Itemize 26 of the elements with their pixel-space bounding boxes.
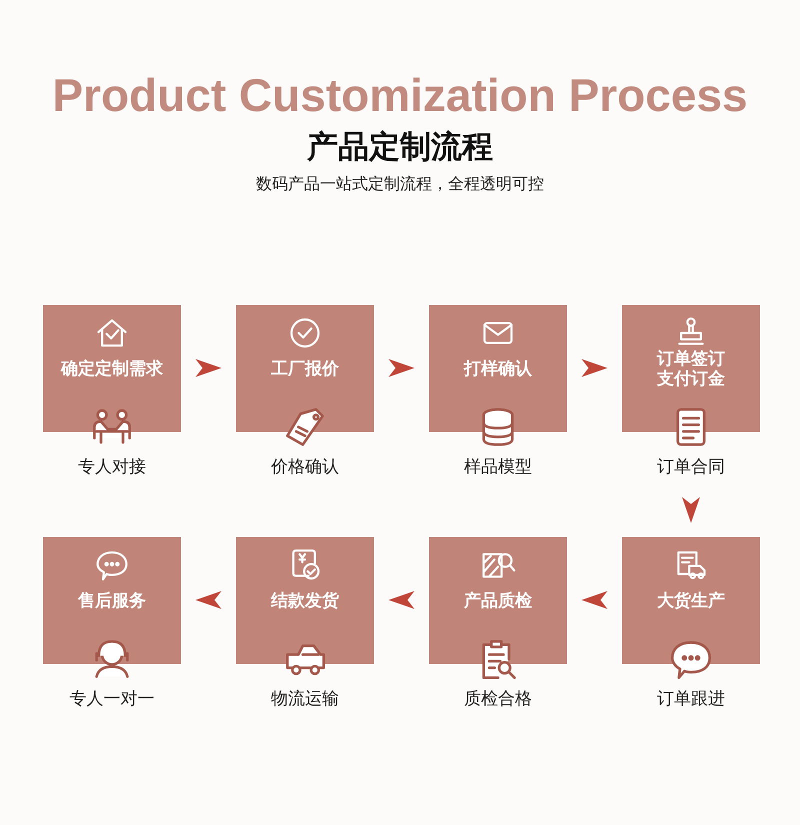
step-caption: 价格确认 [270, 456, 340, 478]
step-caption: 样品模型 [463, 456, 533, 478]
step-caption: 专人对接 [77, 456, 147, 478]
heading: Product Customization Process [51, 68, 749, 122]
step-title: 售后服务 [76, 590, 147, 613]
step-caption: 物流运输 [270, 688, 340, 710]
step-title: 产品质检 [462, 590, 533, 613]
arrow [388, 591, 414, 609]
step-caption: 订单合同 [656, 456, 726, 478]
arrow [196, 359, 222, 377]
arrow [582, 359, 608, 377]
step-caption: 订单跟进 [656, 688, 726, 710]
step-title: 订单签订支付订金 [656, 349, 726, 389]
step-caption: 质检合格 [463, 688, 533, 710]
arrow [682, 497, 700, 523]
step-title: 工厂报价 [270, 358, 340, 381]
subtitle: 数码产品一站式定制流程，全程透明可控 [255, 174, 545, 195]
step-title: 确定定制需求 [60, 358, 164, 381]
arrow [196, 591, 222, 609]
step-title: 大货生产 [656, 590, 726, 613]
step-caption: 专人一对一 [68, 688, 156, 710]
title: 产品定制流程 [306, 128, 494, 167]
step-title: 结款发货 [270, 590, 340, 613]
step-title: 打样确认 [462, 358, 533, 381]
arrow [388, 359, 414, 377]
arrow [582, 591, 608, 609]
